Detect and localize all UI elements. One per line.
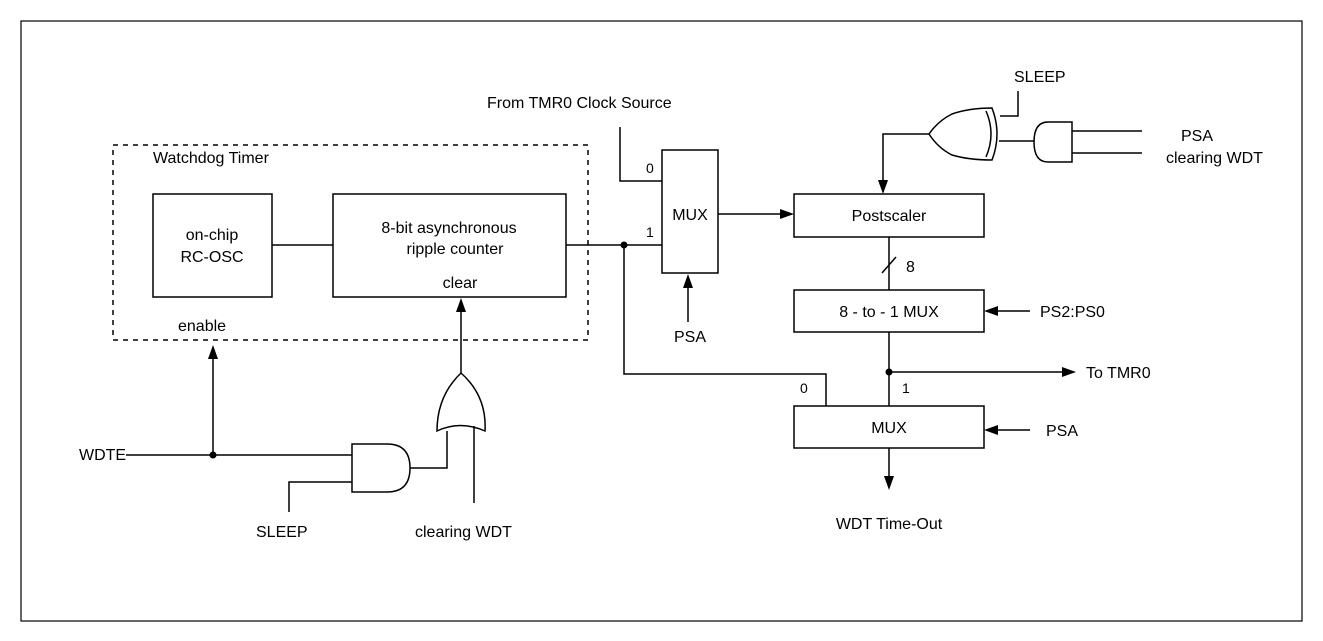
ripple-counter-box: [332, 193, 567, 298]
or-to-clear-arrow: [456, 298, 466, 312]
mux2-box: [793, 405, 985, 449]
mux1-to-postscaler-arrow: [780, 209, 794, 219]
clearing-wdt-top-label: clearing WDT: [1166, 150, 1263, 167]
or-gate-top: [928, 107, 998, 161]
clearing-wdt-bottom-label: clearing WDT: [415, 524, 512, 541]
to-tmr0-arrow: [1062, 367, 1076, 377]
counter-label-line2: ripple counter: [407, 241, 505, 258]
wdte-enable-arrow: [208, 345, 218, 359]
ps-select-arrow: [984, 306, 998, 316]
mux2-input0-label: 0: [800, 380, 808, 396]
or-to-postscaler-wire: [882, 133, 929, 182]
figure-frame: [20, 20, 1303, 622]
wdte-label: WDTE: [79, 447, 126, 464]
counter-clear-label: clear: [443, 275, 478, 292]
bus-width-label: 8: [906, 259, 915, 276]
tmr0-clock-wire: [619, 127, 662, 182]
mux1-label: MUX: [672, 207, 708, 224]
rc-osc-label-line2: RC-OSC: [180, 249, 243, 266]
rc-osc-label-line1: on-chip: [186, 227, 239, 244]
mux1-input0-label: 0: [646, 160, 654, 176]
psa-mux2-arrow: [984, 425, 998, 435]
bus-width-slash: [881, 256, 897, 274]
or-to-postscaler-arrow: [878, 180, 888, 194]
tmr0-clock-source-label: From TMR0 Clock Source: [487, 95, 672, 112]
ps-select-label: PS2:PS0: [1040, 304, 1105, 321]
sleep-top-wire: [1000, 91, 1019, 117]
counter-label-line1: 8-bit asynchronous: [381, 220, 516, 237]
mux2-label: MUX: [871, 420, 907, 437]
mux1-input1-label: 1: [646, 224, 654, 240]
sleep-bottom-label: SLEEP: [256, 524, 308, 541]
watchdog-timer-label: Watchdog Timer: [153, 150, 270, 167]
sleep-top-label: SLEEP: [1014, 69, 1066, 86]
enable-label: enable: [178, 318, 226, 335]
watchdog-timer-region: [112, 144, 589, 341]
wdt-timeout-label: WDT Time-Out: [836, 516, 943, 533]
mux-8to1-label: 8 - to - 1 MUX: [839, 304, 939, 321]
and-to-or-wire: [410, 431, 448, 469]
or-gate-top-back: [985, 110, 992, 158]
and-gate-top: [1033, 121, 1073, 163]
and-gate-bottom: [351, 443, 411, 493]
mux1-box: [661, 149, 719, 274]
mux-8to1-box: [793, 289, 985, 333]
psa-top-label: PSA: [1181, 128, 1213, 145]
psa-mux1-label: PSA: [674, 329, 706, 346]
postscaler-label: Postscaler: [852, 208, 927, 225]
mux2-input1-label: 1: [902, 380, 910, 396]
or-gate-bottom: [436, 371, 486, 433]
wdt-timeout-arrow: [884, 476, 894, 490]
counter-bypass-wire: [623, 245, 827, 406]
sleep-bottom-wire: [288, 481, 352, 512]
rc-osc-box: [152, 193, 273, 298]
psa-mux1-arrow: [683, 274, 693, 288]
psa-mux2-label: PSA: [1046, 423, 1078, 440]
to-tmr0-label: To TMR0: [1086, 365, 1151, 382]
